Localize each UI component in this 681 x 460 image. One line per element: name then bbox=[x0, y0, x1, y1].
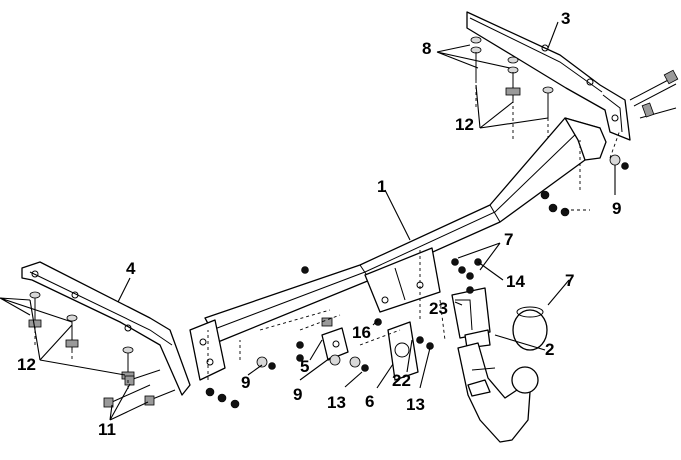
callout-11: 11 bbox=[98, 420, 116, 439]
callout-7-washers: 7 bbox=[504, 230, 513, 249]
callout-1: 1 bbox=[377, 177, 386, 196]
callout-12-left: 12 bbox=[17, 355, 36, 374]
callout-23: 23 bbox=[429, 299, 448, 318]
mounting-block-23 bbox=[451, 287, 491, 349]
callout-22: 22 bbox=[392, 371, 411, 390]
leader-lines bbox=[0, 21, 616, 421]
callout-8: 8 bbox=[422, 39, 431, 58]
left-side-bracket bbox=[21, 261, 226, 396]
callout-9-right: 9 bbox=[612, 199, 621, 218]
ball-cover-7 bbox=[512, 306, 548, 351]
callout-5: 5 bbox=[300, 357, 309, 376]
tow-ball-2 bbox=[457, 342, 539, 443]
callout-9-mid: 9 bbox=[293, 385, 302, 404]
callout-2: 2 bbox=[545, 340, 554, 359]
callout-4: 4 bbox=[126, 259, 136, 278]
nuts-and-washers bbox=[205, 154, 629, 409]
callout-16: 16 bbox=[352, 323, 371, 342]
callout-13-right: 13 bbox=[406, 395, 425, 414]
socket-plate-6 bbox=[387, 321, 419, 381]
callout-7-cover: 7 bbox=[565, 271, 574, 290]
edge-bolts-right bbox=[629, 69, 679, 119]
bolts-11 bbox=[103, 369, 176, 408]
main-cross-beam bbox=[204, 117, 607, 343]
callout-6: 6 bbox=[365, 392, 374, 411]
small-plate-5 bbox=[321, 327, 349, 361]
callout-13-left: 13 bbox=[327, 393, 346, 412]
callout-14: 14 bbox=[506, 272, 525, 291]
right-side-bracket bbox=[466, 11, 631, 141]
callout-12-top: 12 bbox=[455, 115, 474, 134]
callout-9-left: 9 bbox=[241, 373, 250, 392]
bolts-8 bbox=[470, 36, 554, 118]
bolts-12-left bbox=[28, 291, 135, 380]
callout-3: 3 bbox=[561, 9, 570, 28]
alignment-lines bbox=[34, 80, 621, 392]
